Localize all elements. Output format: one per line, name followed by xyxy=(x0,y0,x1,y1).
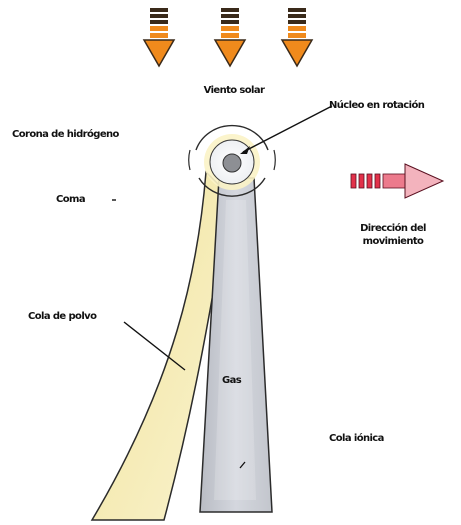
hydrogen-corona-label: Corona de hidrógeno xyxy=(12,128,119,141)
ion-tail-label: Cola iónica xyxy=(329,432,384,445)
dust-tail-label: Cola de polvo xyxy=(28,310,96,323)
direction-arrow xyxy=(351,164,443,198)
direction-label-line-1: Dirección del xyxy=(343,222,443,235)
solar-wind-arrow xyxy=(282,8,312,66)
nucleus-label: Núcleo en rotación xyxy=(329,99,424,112)
direction-of-motion-label: Dirección del movimiento xyxy=(343,222,443,248)
solar-wind-label: Viento solar xyxy=(194,84,274,97)
nucleus-leader-line xyxy=(243,106,332,152)
coma-label: Coma xyxy=(56,193,85,206)
solar-wind-arrow xyxy=(215,8,245,66)
solar-wind-arrow xyxy=(144,8,174,66)
direction-label-line-2: movimiento xyxy=(343,235,443,248)
nucleus xyxy=(223,154,241,172)
gas-label: Gas xyxy=(222,374,241,387)
